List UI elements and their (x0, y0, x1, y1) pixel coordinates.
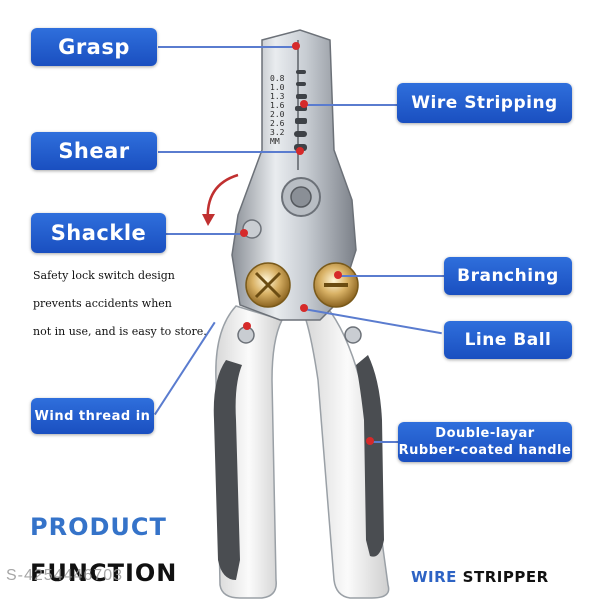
safety-note: Safety lock switch design prevents accid… (33, 262, 207, 346)
gauge-mark: 3.2 (270, 128, 285, 137)
leader-branching (340, 275, 444, 277)
gauge-mark: MM (270, 137, 280, 146)
safety-note-line: Safety lock switch design (33, 269, 175, 282)
gauge-mark: 1.6 (270, 101, 285, 110)
gauge-mark: 1.0 (270, 83, 285, 92)
dot-wire-stripping (300, 100, 308, 108)
dot-handle (366, 437, 374, 445)
label-branching: Branching (444, 257, 572, 295)
label-wind-thread: Wind thread in (31, 398, 154, 434)
gauge-mark: 0.8 (270, 74, 285, 83)
dot-line-ball (300, 304, 308, 312)
dot-wind-thread (243, 322, 251, 330)
label-shackle: Shackle (31, 213, 166, 253)
label-grasp: Grasp (31, 28, 157, 66)
label-handle: Double-layar Rubber-coated handle (398, 422, 572, 462)
leader-handle (370, 441, 398, 443)
dot-branching (334, 271, 342, 279)
safety-note-line: prevents accidents when (33, 297, 172, 310)
leader-grasp (158, 46, 294, 48)
left-grip (213, 360, 242, 580)
dot-shear (296, 147, 304, 155)
leader-wire-stripping (305, 104, 397, 106)
leader-shackle (166, 233, 244, 235)
product-heading: PRODUCT (30, 513, 167, 541)
brand-title-part1: WIRE (411, 568, 457, 586)
label-wire-stripping: Wire Stripping (397, 83, 572, 123)
gauge-mark: 1.3 (270, 92, 285, 101)
safety-note-line: not in use, and is easy to store. (33, 325, 207, 338)
leader-shear (158, 151, 298, 153)
dot-shackle (240, 229, 248, 237)
watermark: S-4254446703 (6, 567, 123, 584)
label-shear: Shear (31, 132, 157, 170)
function-heading: FUNCTION (30, 559, 178, 587)
tool-body (231, 29, 357, 321)
gauge-marks: 0.8 1.0 1.3 1.6 2.0 2.6 3.2 MM (270, 74, 284, 146)
gauge-mark: 2.0 (270, 110, 285, 119)
brand-title: WIRE STRIPPER (411, 568, 549, 586)
label-handle-line1: Double-layar (435, 426, 535, 441)
gauge-mark: 2.6 (270, 119, 285, 128)
right-grip (356, 355, 384, 557)
dot-grasp (292, 42, 300, 50)
label-handle-line2: Rubber-coated handle (398, 443, 572, 458)
brand-title-part2: STRIPPER (462, 568, 549, 586)
label-line-ball: Line Ball (444, 321, 572, 359)
